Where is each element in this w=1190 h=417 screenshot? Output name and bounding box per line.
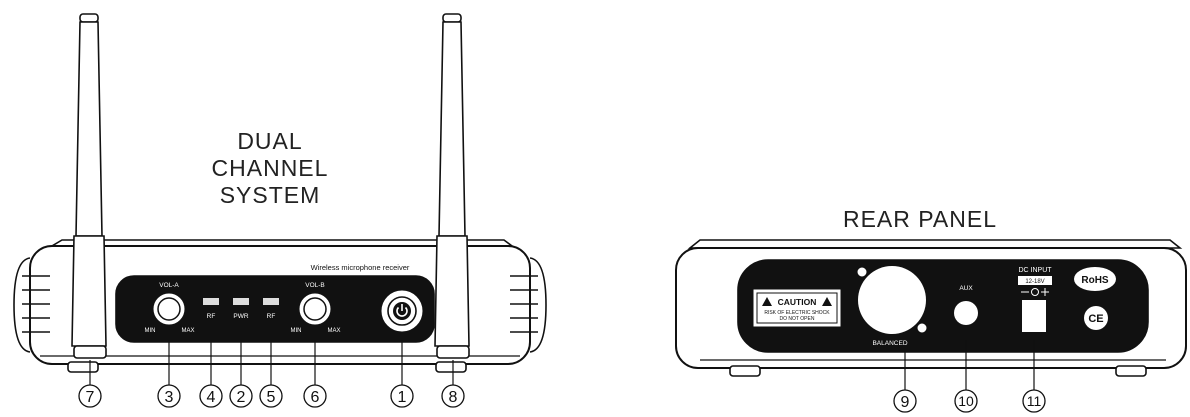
control-panel [115,275,435,343]
callout-7: 7 [86,389,95,406]
rear-callouts [893,389,1046,413]
dc-input-label: DC INPUT [1018,267,1052,274]
antenna-left-base [71,235,107,347]
led-pwr [233,298,249,305]
dc-polarity-icon [1021,288,1049,296]
callout-5: 5 [267,389,276,406]
vol-a-knob[interactable] [153,293,185,325]
antenna-left-shaft [75,21,103,237]
led-rf-b [263,298,279,305]
front-callout-numbers: 7 3 4 2 5 6 1 8 [86,389,458,406]
rear-foot-right [1115,365,1147,377]
right-grip-slots [510,275,538,333]
vol-a-max: MAX [181,328,194,334]
vol-b-label: VOL-B [305,282,325,289]
front-callouts [78,384,465,408]
balanced-label: BALANCED [872,340,907,347]
vol-b-max: MAX [327,328,340,334]
callout-9: 9 [901,394,910,411]
ce-label: CE [1088,313,1103,325]
callout-1: 1 [398,389,407,406]
callout-8: 8 [449,389,458,406]
vol-a-label: VOL-A [159,282,179,289]
rear-foot-left [729,365,761,377]
antenna-right-base [434,235,470,347]
caution-label: CAUTION RISK OF ELECTRIC SHOCK DO NOT OP… [753,289,841,327]
power-button[interactable] [381,290,423,332]
ce-mark: CE [1084,306,1108,330]
dc-spec-box [1018,276,1052,285]
rear-lid [687,239,1183,249]
front-title-line-3: SYSTEM [219,182,321,208]
led-rf-a [203,298,219,305]
power-icon [396,304,408,317]
warning-icon-left [762,297,772,306]
callout-11: 11 [1027,393,1042,409]
vol-b-min: MIN [291,328,302,334]
rohs-badge: RoHS [1074,267,1116,291]
warning-icon-right [822,297,832,306]
antenna-right-mount [436,345,470,359]
front-foot-left [67,361,99,373]
callout-10: 10 [958,393,974,409]
vol-a-min: MIN [145,328,156,334]
antenna-left-mount [73,345,107,359]
antenna-left [71,13,107,359]
rear-leader-lines [904,340,1035,390]
rear-title: REAR PANEL [842,206,997,232]
dc-spec: 12-18V [1025,279,1044,285]
led-indicators [203,298,279,305]
caution-line-1: RISK OF ELECTRIC SHOCK [764,310,830,316]
xlr-balanced-output[interactable] [856,266,928,334]
callout-4: 4 [207,389,216,406]
front-receiver [13,239,547,373]
aux-label: AUX [959,285,973,292]
caution-title: CAUTION [778,297,817,307]
led-rf-b-label: RF [267,313,276,320]
callout-6: 6 [311,389,320,406]
front-foot-right [435,361,467,373]
led-pwr-label: PWR [233,313,248,320]
antenna-right-shaft [438,21,466,237]
right-grip [529,257,547,353]
antenna-left-tip [79,13,99,23]
dc-input-jack[interactable] [1022,300,1046,332]
callout-3: 3 [165,389,174,406]
led-rf-a-label: RF [207,313,216,320]
front-leader-lines [89,340,454,385]
antenna-right-tip [442,13,462,23]
rohs-label: RoHS [1081,275,1109,286]
rear-callout-numbers: 9 10 11 [901,393,1042,411]
panel-label: Wireless microphone receiver [311,263,410,272]
aux-jack[interactable] [954,301,978,325]
antenna-right [434,13,470,359]
front-title-line-2: CHANNEL [211,155,329,181]
rear-receiver [675,239,1187,377]
front-title: DUAL CHANNEL SYSTEM [190,128,350,209]
left-grip-slots [22,275,50,333]
front-title-line-1: DUAL [237,128,303,154]
vol-b-knob[interactable] [299,293,331,325]
left-grip [13,257,31,353]
caution-line-2: DO NOT OPEN [780,316,815,322]
callout-2: 2 [237,389,246,406]
